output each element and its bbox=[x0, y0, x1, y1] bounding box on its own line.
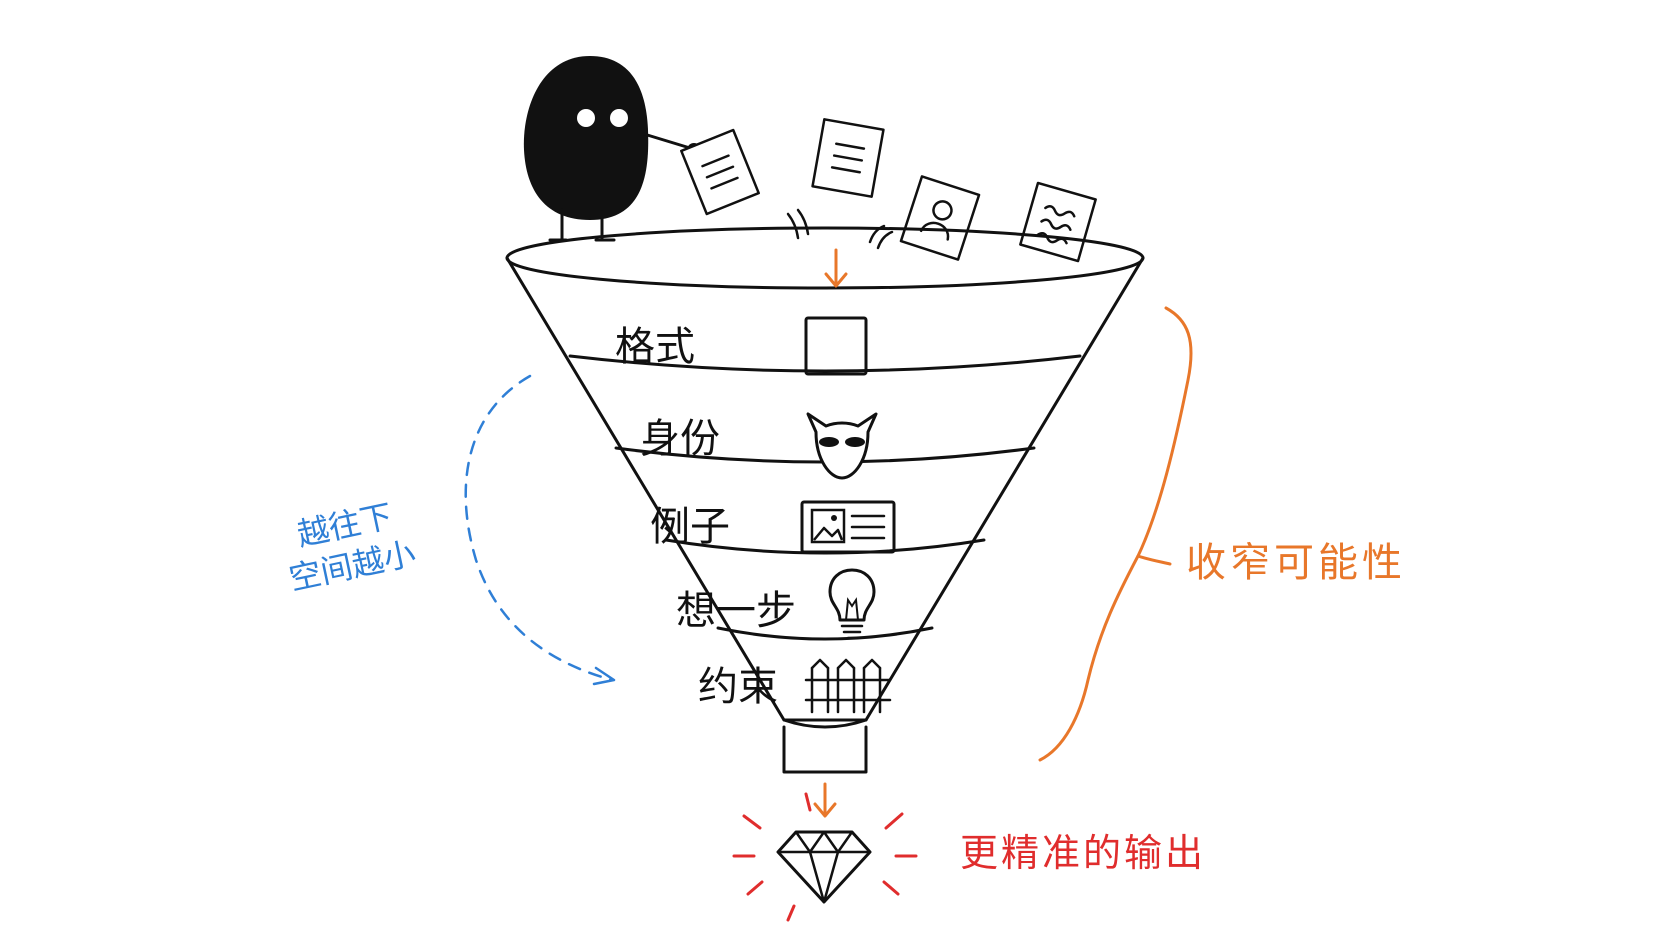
layer-label-constraints: 约束 bbox=[698, 664, 778, 710]
exit-arrow bbox=[813, 782, 837, 818]
output-label: 更精准的输出 bbox=[960, 831, 1206, 875]
layer-label-examples: 例子 bbox=[650, 504, 730, 550]
narrowing-arrow bbox=[464, 374, 616, 686]
character-eye-right bbox=[610, 109, 628, 127]
document-icon bbox=[680, 128, 760, 216]
character-eye-left bbox=[577, 109, 595, 127]
document-icon bbox=[811, 118, 885, 198]
funnel bbox=[505, 226, 1145, 774]
character-figure bbox=[523, 56, 701, 242]
layer-label-identity: 身份 bbox=[640, 416, 720, 462]
fence-icon bbox=[804, 658, 892, 714]
diamond-icon bbox=[776, 830, 872, 904]
mask-icon bbox=[806, 412, 878, 480]
layer-label-think-step: 想一步 bbox=[676, 588, 796, 634]
right-brace bbox=[1038, 306, 1193, 762]
lightbulb-icon bbox=[828, 568, 876, 640]
funnel-rim bbox=[505, 226, 1145, 290]
wave-document-icon bbox=[1019, 181, 1097, 263]
person-card-icon bbox=[899, 175, 981, 261]
right-note: 收窄可能性 bbox=[1186, 540, 1406, 586]
sparkle-lines bbox=[732, 792, 918, 922]
motion-lines bbox=[786, 208, 894, 250]
entry-arrow bbox=[824, 248, 848, 288]
picture-card-icon bbox=[800, 500, 896, 554]
layer-label-format: 格式 bbox=[615, 324, 695, 370]
square-icon bbox=[804, 316, 868, 376]
